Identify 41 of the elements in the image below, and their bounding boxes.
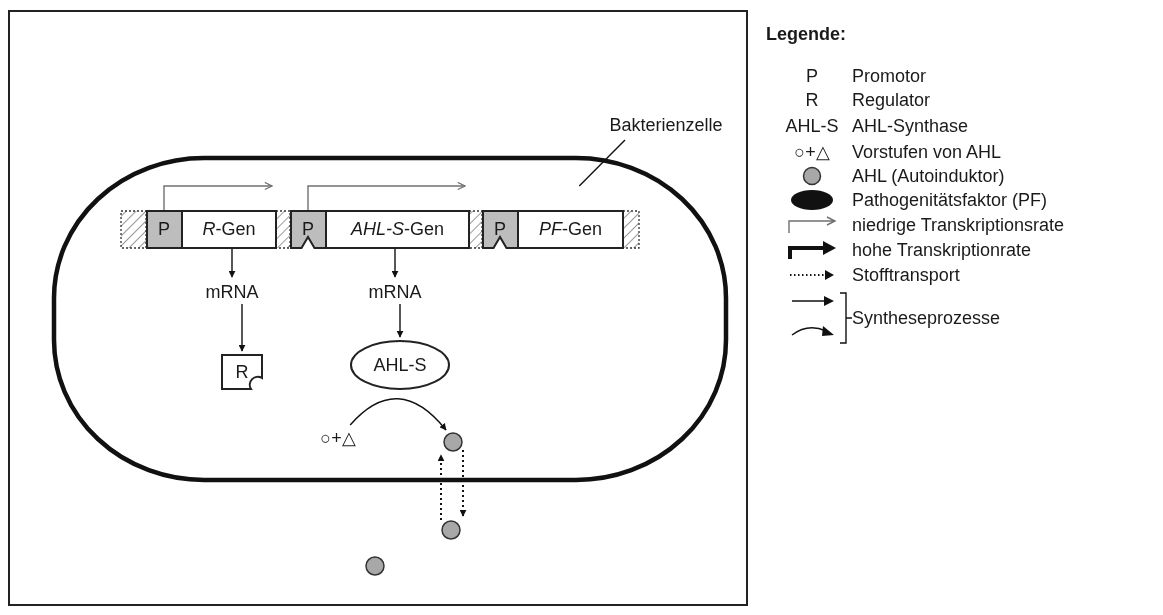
arrow bbox=[163, 181, 273, 211]
gene-box: PF-Gen bbox=[518, 210, 623, 249]
arrow bbox=[396, 303, 404, 338]
mrna-label: mRNA bbox=[357, 280, 433, 304]
molecule-circle bbox=[365, 556, 385, 576]
arrow bbox=[391, 248, 399, 278]
legend-symbol: P bbox=[805, 64, 819, 88]
legend-text: AHL (Autoinduktor) bbox=[852, 164, 1005, 188]
gene-box: AHL-S-Gen bbox=[326, 210, 469, 249]
cell-label: Bakterienzelle bbox=[598, 112, 734, 138]
enzyme-ellipse: AHL-S bbox=[350, 340, 450, 390]
molecule-circle bbox=[443, 432, 463, 452]
legend-text: niedrige Transkriptionsrate bbox=[852, 213, 1065, 237]
gene-box: R-Gen bbox=[182, 210, 276, 249]
leader-line bbox=[578, 139, 626, 187]
arrow bbox=[349, 398, 447, 431]
regulator-protein-box: R bbox=[221, 354, 263, 390]
arrow bbox=[238, 303, 246, 352]
legend-text: hohe Transkriptionrate bbox=[852, 238, 1032, 262]
transport-arrow bbox=[459, 449, 467, 517]
legend-heading: Legende: bbox=[766, 22, 846, 46]
molecule-circle bbox=[441, 520, 461, 540]
legend-symbol: R bbox=[804, 88, 820, 112]
legend-text: Pathogenitätsfaktor (PF) bbox=[852, 188, 1048, 212]
legend-text: Vorstufen von AHL bbox=[852, 140, 1002, 164]
legend-text: Syntheseprozesse bbox=[852, 306, 1001, 330]
arrow bbox=[228, 248, 236, 278]
legend-text: Promotor bbox=[852, 64, 927, 88]
legend-symbol: ○+△ bbox=[793, 141, 831, 164]
promoter-box: P bbox=[146, 210, 182, 249]
arrow bbox=[307, 181, 466, 211]
legend-symbol: AHL-S bbox=[784, 114, 840, 138]
legend-text: Stofftransport bbox=[852, 263, 960, 287]
promoter-box: P bbox=[290, 210, 326, 249]
promoter-box: P bbox=[482, 210, 518, 249]
transport-arrow bbox=[437, 454, 445, 521]
mrna-label: mRNA bbox=[194, 280, 270, 304]
legend-text: Regulator bbox=[852, 88, 931, 112]
legend-text: AHL-Synthase bbox=[852, 114, 969, 138]
precursor-symbols: ○+△ bbox=[300, 425, 376, 451]
bacterial-cell bbox=[52, 156, 728, 482]
